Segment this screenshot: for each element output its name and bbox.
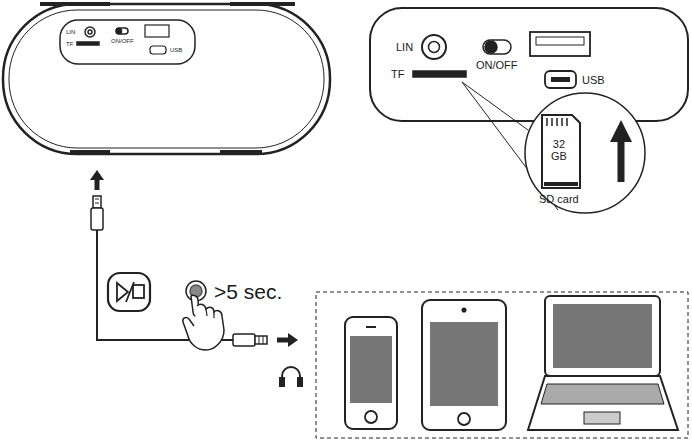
port-label: LIN xyxy=(396,42,413,53)
port-label: ON/OFF xyxy=(111,38,134,44)
port-label: TF xyxy=(66,41,73,47)
audio-cable xyxy=(91,196,267,346)
port-label: LIN xyxy=(66,29,75,35)
port-label: TF xyxy=(391,69,404,80)
smartphone xyxy=(345,317,397,429)
speaker xyxy=(3,4,330,154)
time-label: >5 sec. xyxy=(214,281,282,302)
panel-zoom xyxy=(370,8,688,121)
sd-card xyxy=(542,115,580,188)
play-stop-button xyxy=(108,273,150,311)
port-label: USB xyxy=(582,75,605,86)
tablet xyxy=(422,300,506,430)
headphone-icon xyxy=(280,367,302,386)
port-label: ON/OFF xyxy=(476,60,518,71)
port-label: USB xyxy=(170,47,182,53)
callout-circle xyxy=(525,93,645,213)
laptop xyxy=(528,296,678,430)
capacity-label: 32 GB xyxy=(549,138,569,162)
card-label: SD card xyxy=(539,194,579,205)
